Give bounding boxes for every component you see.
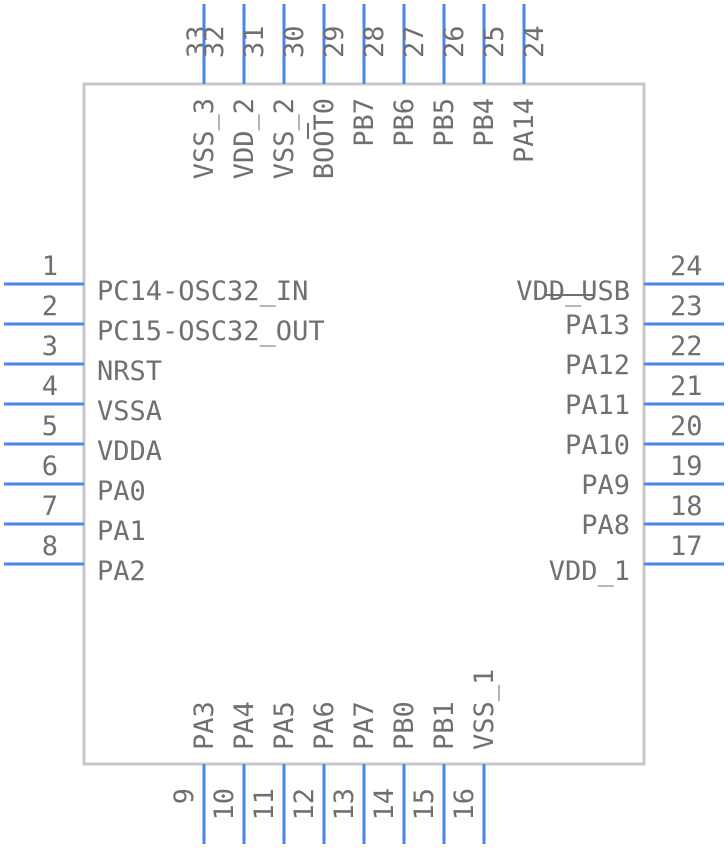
pin-number-10: 10 bbox=[209, 788, 240, 821]
pin-number-17: 17 bbox=[670, 531, 703, 562]
pin-label-top-32: VSS_3 bbox=[189, 98, 220, 179]
pin-number-top-27: 27 bbox=[399, 25, 430, 58]
package-body bbox=[82, 82, 646, 766]
pin-label-13: PA7 bbox=[349, 701, 380, 750]
pin-label-21: PA11 bbox=[565, 390, 630, 421]
pin-number-top-29: 29 bbox=[319, 25, 350, 58]
pin-number-9: 9 bbox=[169, 788, 200, 804]
pin-number-1: 1 bbox=[42, 251, 58, 282]
pin-number-24: 24 bbox=[670, 251, 703, 282]
pin-label-15: PB1 bbox=[429, 701, 460, 750]
pin-label-top-25: PB4 bbox=[469, 98, 500, 147]
pin-label-18: PA8 bbox=[581, 510, 630, 541]
pin-number-23: 23 bbox=[670, 291, 703, 322]
pin-label-top-24: PA14 bbox=[509, 98, 540, 163]
pin-label-19: PA9 bbox=[581, 470, 630, 501]
pin-number-top-32: 32 bbox=[199, 25, 230, 58]
pin-number-top-33: 33 bbox=[182, 25, 213, 58]
pin-number-8: 8 bbox=[42, 531, 58, 562]
pin-label-24: VDD_USB bbox=[516, 276, 630, 307]
pin-number-top-30: 30 bbox=[279, 25, 310, 58]
pin-label-top-30: VSS_2 bbox=[269, 98, 300, 179]
pin-number-11: 11 bbox=[249, 788, 280, 821]
pin-label-10: PA4 bbox=[229, 701, 260, 750]
pin-label-6: PA0 bbox=[97, 476, 146, 507]
pin-number-top-28: 28 bbox=[359, 25, 390, 58]
pin-number-6: 6 bbox=[42, 451, 58, 482]
pin-number-14: 14 bbox=[369, 788, 400, 821]
pin-label-5: VDDA bbox=[97, 436, 162, 467]
pin-number-top-26: 26 bbox=[439, 25, 470, 58]
pin-label-top-29: BOOT0 bbox=[309, 98, 340, 179]
pin-number-18: 18 bbox=[670, 491, 703, 522]
pin-number-13: 13 bbox=[329, 788, 360, 821]
pin-number-21: 21 bbox=[670, 371, 703, 402]
pin-label-8: PA2 bbox=[97, 556, 146, 587]
pin-label-20: PA10 bbox=[565, 430, 630, 461]
pin-number-5: 5 bbox=[42, 411, 58, 442]
bottom-pins: 9 PA3 10 PA4 11 PA5 12 PA6 13 PA7 14 PB0 15 PB1 16 VSS_… bbox=[169, 669, 500, 844]
pin-label-7: PA1 bbox=[97, 516, 146, 547]
pin-label-1: PC14-OSC32_IN bbox=[97, 276, 308, 307]
pin-label-11: PA5 bbox=[269, 701, 300, 750]
pin-label-top-31: VDD_2 bbox=[229, 98, 260, 179]
pin-label-3: NRST bbox=[97, 356, 162, 387]
pin-label-top-28: PB7 bbox=[349, 98, 380, 147]
pin-number-4: 4 bbox=[42, 371, 58, 402]
pin-number-16: 16 bbox=[449, 788, 480, 821]
pin-number-top-24: 24 bbox=[519, 25, 550, 58]
pin-number-top-31: 31 bbox=[239, 25, 270, 58]
pin-label-top-26: PB5 bbox=[429, 98, 460, 147]
pin-label-23: PA13 bbox=[565, 310, 630, 341]
pin-number-top-25: 25 bbox=[479, 25, 510, 58]
pin-label-14: PB0 bbox=[389, 701, 420, 750]
pin-number-20: 20 bbox=[670, 411, 703, 442]
pin-number-19: 19 bbox=[670, 451, 703, 482]
pin-number-12: 12 bbox=[289, 788, 320, 821]
pin-number-22: 22 bbox=[670, 331, 703, 362]
pin-number-3: 3 bbox=[42, 331, 58, 362]
pin-label-top-27: PB6 bbox=[389, 98, 420, 147]
pin-label-9: PA3 bbox=[189, 701, 220, 750]
pin-number-15: 15 bbox=[409, 788, 440, 821]
pin-label-2: PC15-OSC32_OUT bbox=[97, 316, 325, 347]
pin-number-7: 7 bbox=[42, 491, 58, 522]
pin-label-12: PA6 bbox=[309, 701, 340, 750]
pin-label-16: VSS_1 bbox=[469, 669, 500, 750]
pin-number-2: 2 bbox=[42, 291, 58, 322]
pin-label-4: VSSA bbox=[97, 396, 162, 427]
pin-label-17: VDD_1 bbox=[549, 556, 630, 587]
pin-label-22: PA12 bbox=[565, 350, 630, 381]
